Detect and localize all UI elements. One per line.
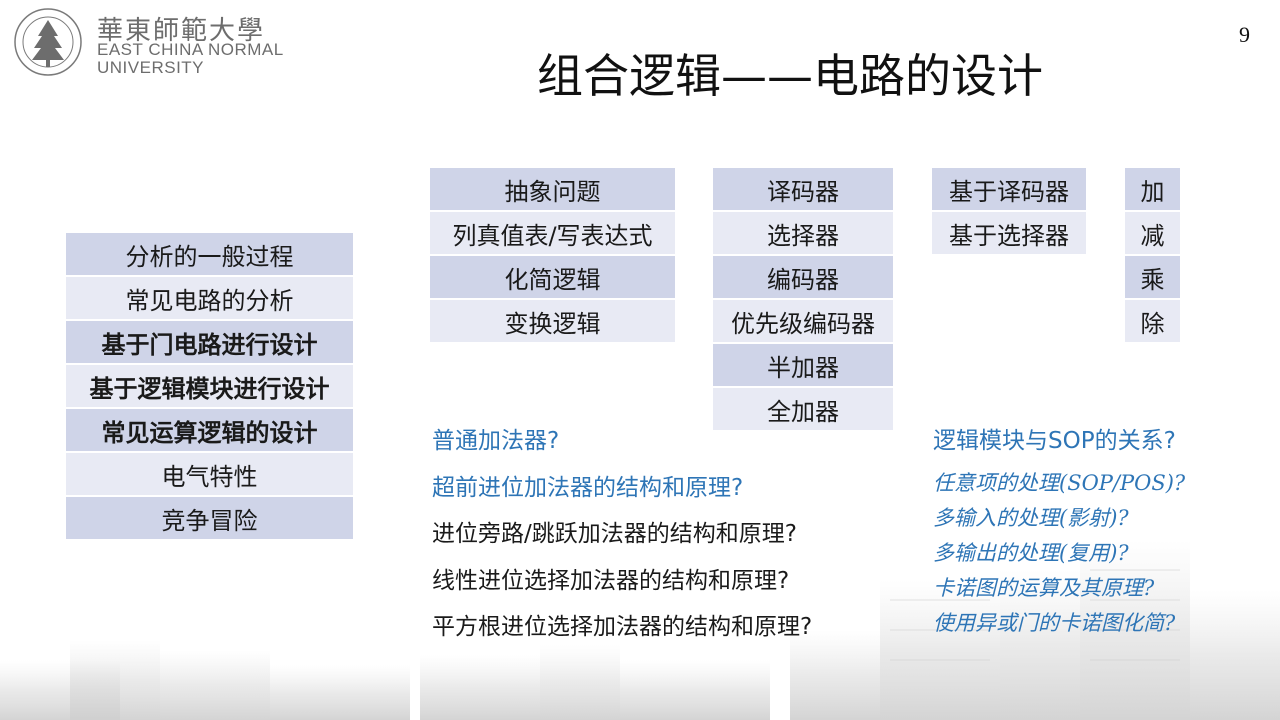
- module-based-item: 基于选择器: [932, 212, 1086, 254]
- university-seal-icon: [14, 8, 82, 76]
- page-number: 9: [1239, 22, 1250, 47]
- step-item: 抽象问题: [430, 168, 675, 210]
- logic-modules-list: 译码器 选择器 编码器 优先级编码器 半加器 全加器: [713, 168, 893, 432]
- topic-item: 基于门电路进行设计: [66, 321, 353, 363]
- adder-question: 进位旁路/跳跃加法器的结构和原理?: [432, 521, 797, 547]
- module-item: 优先级编码器: [713, 300, 893, 342]
- module-item: 编码器: [713, 256, 893, 298]
- topic-item: 基于逻辑模块进行设计: [66, 365, 353, 407]
- university-logo: 華東師範大學 EAST CHINA NORMAL UNIVERSITY: [12, 6, 302, 78]
- topic-item: 常见运算逻辑的设计: [66, 409, 353, 451]
- step-item: 列真值表/写表达式: [430, 212, 675, 254]
- topic-item: 常见电路的分析: [66, 277, 353, 319]
- adder-question: 普通加法器?: [432, 428, 560, 454]
- university-name-en: EAST CHINA NORMAL: [97, 40, 284, 59]
- operation-item: 减: [1125, 212, 1180, 254]
- university-name-en-2: UNIVERSITY: [97, 58, 205, 77]
- module-based-item: 基于译码器: [932, 168, 1086, 210]
- sop-item: 任意项的处理(SOP/POS)?: [933, 471, 1186, 495]
- topic-item: 分析的一般过程: [66, 233, 353, 275]
- module-item: 译码器: [713, 168, 893, 210]
- step-item: 变换逻辑: [430, 300, 675, 342]
- topic-item: 电气特性: [66, 453, 353, 495]
- design-steps-list: 抽象问题 列真值表/写表达式 化简逻辑 变换逻辑: [430, 168, 675, 344]
- sop-item: 卡诺图的运算及其原理?: [933, 576, 1155, 600]
- module-item: 选择器: [713, 212, 893, 254]
- topic-item: 竞争冒险: [66, 497, 353, 539]
- operation-item: 加: [1125, 168, 1180, 210]
- slide-title: 组合逻辑——电路的设计: [537, 49, 1043, 103]
- campus-skyline-background: [0, 540, 1280, 720]
- module-item: 半加器: [713, 344, 893, 386]
- topic-list: 分析的一般过程 常见电路的分析 基于门电路进行设计 基于逻辑模块进行设计 常见运…: [66, 233, 353, 541]
- sop-item: 使用异或门的卡诺图化简?: [933, 611, 1176, 635]
- module-based-list: 基于译码器 基于选择器: [932, 168, 1086, 256]
- module-item: 全加器: [713, 388, 893, 430]
- operations-list: 加 减 乘 除: [1125, 168, 1180, 344]
- operation-item: 除: [1125, 300, 1180, 342]
- operation-item: 乘: [1125, 256, 1180, 298]
- sop-question: 逻辑模块与SOP的关系?: [933, 428, 1176, 454]
- sop-item: 多输出的处理(复用)?: [933, 541, 1129, 565]
- adder-question: 超前进位加法器的结构和原理?: [432, 475, 744, 501]
- university-name-cn: 華東師範大學: [97, 16, 266, 46]
- sop-item: 多输入的处理(影射)?: [933, 506, 1129, 530]
- adder-question: 线性进位选择加法器的结构和原理?: [432, 568, 790, 594]
- adder-question: 平方根进位选择加法器的结构和原理?: [432, 614, 813, 640]
- step-item: 化简逻辑: [430, 256, 675, 298]
